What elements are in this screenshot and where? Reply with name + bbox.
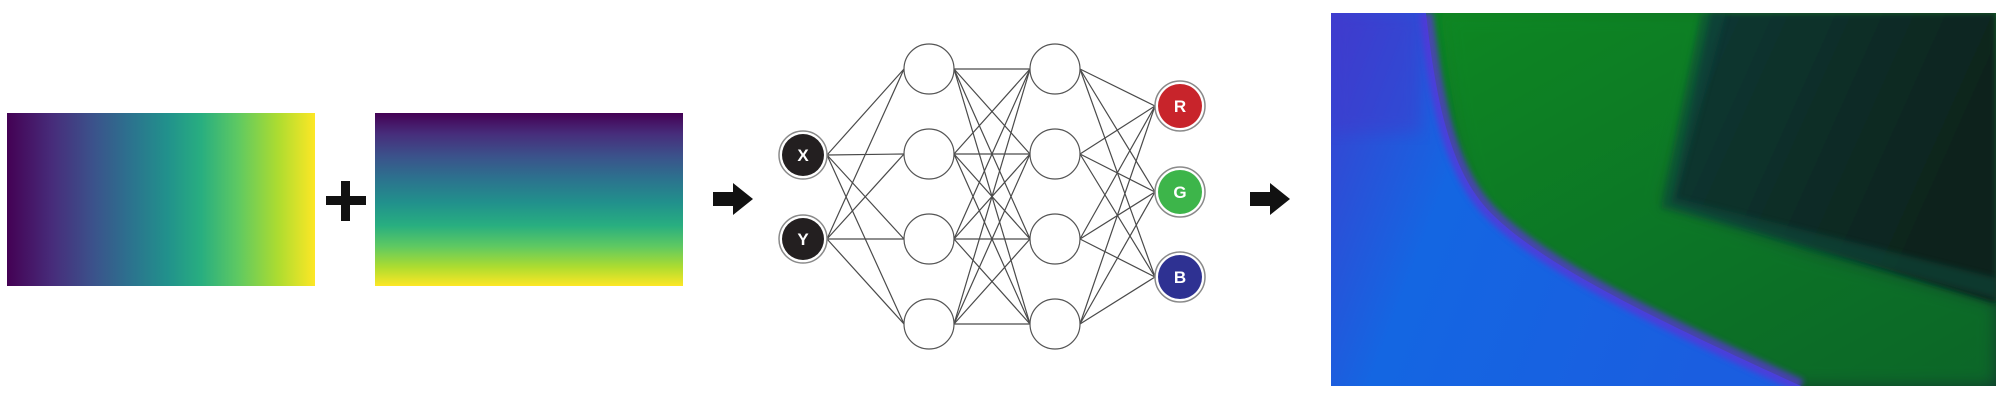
output-color-image bbox=[1331, 13, 1996, 386]
network-connection bbox=[1079, 68, 1156, 107]
network-connection bbox=[1079, 191, 1156, 325]
plus-icon-vertical-bar bbox=[341, 181, 350, 221]
node-circle bbox=[903, 43, 955, 95]
node-circle bbox=[1029, 213, 1081, 265]
node-label: G bbox=[1173, 183, 1186, 202]
network-connection bbox=[1079, 105, 1156, 155]
output-top-left-tint bbox=[1331, 13, 1421, 133]
network-connection bbox=[826, 68, 905, 240]
plus-icon bbox=[326, 181, 366, 221]
output-node-b: B bbox=[1154, 251, 1206, 303]
hidden-node-2-1 bbox=[1029, 43, 1081, 95]
network-connection bbox=[1079, 276, 1156, 325]
network-connection bbox=[826, 153, 905, 240]
hidden-node-2-2 bbox=[1029, 128, 1081, 180]
hidden-node-1-1 bbox=[903, 43, 955, 95]
node-circle bbox=[782, 218, 824, 260]
network-connection bbox=[953, 68, 1031, 240]
right-arrow-icon bbox=[713, 183, 753, 215]
y-coordinate-gradient bbox=[375, 113, 683, 286]
node-circle bbox=[903, 128, 955, 180]
node-circle bbox=[903, 298, 955, 350]
node-circle bbox=[1029, 128, 1081, 180]
node-circle bbox=[1158, 255, 1202, 299]
node-circle bbox=[782, 134, 824, 176]
x-coordinate-gradient bbox=[7, 113, 315, 286]
network-connections bbox=[826, 68, 1156, 325]
hidden-node-1-2 bbox=[903, 128, 955, 180]
network-nodes: X Y R G B bbox=[778, 43, 1206, 350]
node-label: Y bbox=[797, 230, 809, 249]
hidden-node-1-4 bbox=[903, 298, 955, 350]
network-connection bbox=[953, 153, 1031, 325]
network-connection bbox=[826, 68, 905, 156]
hidden-node-1-3 bbox=[903, 213, 955, 265]
network-connection bbox=[953, 68, 1031, 155]
network-connection bbox=[1079, 105, 1156, 325]
output-node-r: R bbox=[1154, 80, 1206, 132]
output-node-g: G bbox=[1154, 166, 1206, 218]
right-arrow-icon bbox=[1250, 183, 1290, 215]
network-connection bbox=[1079, 105, 1156, 240]
hidden-node-2-4 bbox=[1029, 298, 1081, 350]
node-circle bbox=[1029, 43, 1081, 95]
node-label: R bbox=[1174, 97, 1186, 116]
network-connection bbox=[953, 238, 1031, 325]
network-connection bbox=[953, 68, 1031, 325]
node-circle bbox=[1158, 84, 1202, 128]
hidden-node-2-3 bbox=[1029, 213, 1081, 265]
output-blue-region bbox=[1331, 13, 1801, 386]
node-label: X bbox=[797, 146, 809, 165]
node-label: B bbox=[1174, 268, 1186, 287]
output-dark-region bbox=[1671, 13, 1996, 303]
input-node-y: Y bbox=[778, 214, 828, 264]
node-circle bbox=[903, 213, 955, 265]
node-circle bbox=[1029, 298, 1081, 350]
output-purple-edge bbox=[1419, 13, 1804, 386]
network-connection bbox=[826, 238, 905, 325]
node-circle bbox=[1158, 170, 1202, 214]
input-node-x: X bbox=[778, 130, 828, 180]
output-teal-edge bbox=[1661, 13, 1996, 298]
